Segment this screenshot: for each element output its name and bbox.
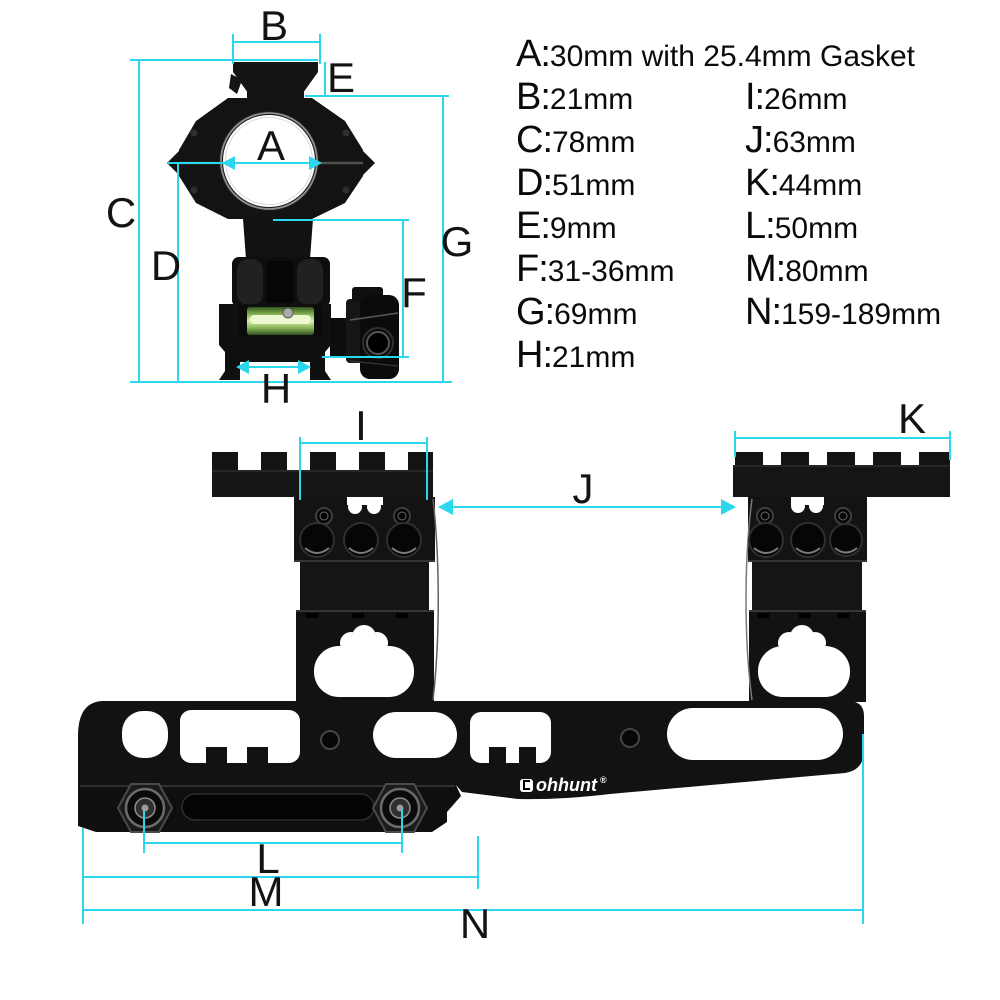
- spec-value: 44mm: [778, 169, 863, 202]
- spec-row-n: N:159-189mm: [745, 293, 941, 331]
- arrowhead: [236, 360, 249, 374]
- side-clamp-screw-left: [116, 783, 174, 833]
- spec-letter: A:: [516, 33, 551, 75]
- spec-letter: E:: [516, 205, 551, 247]
- front-windage-knob: [330, 287, 399, 379]
- spec-row-h: H:21mm: [516, 336, 635, 374]
- spec-row-j: J:63mm: [745, 121, 856, 159]
- spec-row-c: C:78mm: [516, 121, 635, 159]
- front-top-rail: [229, 62, 318, 101]
- spec-value: 69mm: [554, 298, 638, 331]
- spec-value: 63mm: [772, 126, 856, 159]
- spec-letter: J:: [745, 119, 774, 161]
- dim-line-i: [299, 437, 428, 500]
- dim-label-f: F: [401, 269, 427, 316]
- spec-value: 80mm: [785, 255, 869, 288]
- dim-label-e: E: [326, 54, 356, 101]
- spec-letter: B:: [516, 76, 551, 118]
- dimension-lines: [82, 34, 951, 924]
- spec-letter: F:: [516, 248, 549, 290]
- dim-label-a: A: [256, 122, 286, 169]
- spec-value: 21mm: [552, 341, 636, 374]
- dim-line-d: [168, 162, 230, 382]
- spec-value: 21mm: [549, 83, 634, 116]
- side-right-rail: [733, 452, 950, 497]
- ohhunt-logo-text: ohhunt: [536, 775, 597, 795]
- side-left-ring: [294, 497, 439, 702]
- ohhunt-logo: ohhunt ®: [520, 774, 607, 795]
- dim-label-g: G: [440, 218, 474, 265]
- spec-letter: N:: [745, 291, 782, 333]
- spec-row-l: L:50mm: [745, 207, 858, 245]
- spec-value: 9mm: [549, 212, 617, 245]
- registered-mark-icon: ®: [599, 774, 607, 785]
- side-view-drawing: [78, 452, 950, 833]
- spec-letter: I:: [745, 76, 765, 118]
- spec-row-b: B:21mm: [516, 78, 633, 116]
- dim-label-c: C: [105, 189, 137, 236]
- arrowhead: [298, 360, 311, 374]
- dim-line-b: [232, 34, 321, 64]
- spec-letter: M:: [745, 248, 786, 290]
- dim-line-n: [82, 734, 864, 924]
- dim-label-h: H: [260, 365, 292, 412]
- spec-letter: K:: [745, 162, 780, 204]
- spec-letter: D:: [516, 162, 553, 204]
- spec-value: 50mm: [774, 212, 859, 245]
- spec-row-d: D:51mm: [516, 164, 635, 202]
- spec-letter: C:: [516, 119, 553, 161]
- spec-value: 31-36mm: [547, 255, 675, 288]
- dim-line-f: [273, 219, 409, 358]
- front-hinge: [232, 219, 330, 307]
- dim-label-j: J: [572, 465, 594, 512]
- spec-letter: H:: [516, 334, 553, 376]
- spec-row-m: M:80mm: [745, 250, 869, 288]
- arrowhead: [309, 156, 322, 170]
- spec-row-a: A:30mm with 25.4mm Gasket: [516, 35, 915, 73]
- spec-value: 30mm with 25.4mm Gasket: [549, 40, 916, 73]
- dim-label-b: B: [259, 2, 289, 49]
- spec-value: 159-189mm: [781, 298, 942, 331]
- side-clamp-screw-right: [371, 783, 429, 833]
- spec-value: 26mm: [764, 83, 848, 116]
- dim-label-n: N: [459, 900, 491, 947]
- ohhunt-logo-icon: [520, 778, 533, 792]
- spec-row-g: G:69mm: [516, 293, 637, 331]
- spec-value: 51mm: [552, 169, 636, 202]
- spec-letter: G:: [516, 291, 555, 333]
- dim-label-i: I: [355, 402, 367, 449]
- dim-line-l: [143, 809, 403, 853]
- arrowhead: [222, 156, 235, 170]
- spec-row-f: F:31-36mm: [516, 250, 675, 288]
- spec-letter: L:: [745, 205, 776, 247]
- spec-row-k: K:44mm: [745, 164, 862, 202]
- dim-label-m: M: [248, 868, 284, 915]
- dim-line-e: [305, 62, 449, 97]
- dim-line-m: [83, 836, 479, 889]
- side-base-bar: [78, 701, 864, 832]
- front-bubble-level: [238, 305, 323, 336]
- spec-value: 78mm: [552, 126, 636, 159]
- side-left-rail: [212, 452, 433, 497]
- arrowhead: [438, 499, 453, 515]
- arrowhead: [721, 499, 736, 515]
- side-right-ring: [745, 497, 867, 702]
- dim-label-d: D: [150, 242, 182, 289]
- dim-line-k: [734, 431, 951, 460]
- dim-label-k: K: [897, 395, 927, 442]
- dim-label-l: L: [256, 835, 280, 882]
- spec-row-i: I:26mm: [745, 78, 847, 116]
- spec-row-e: E:9mm: [516, 207, 617, 245]
